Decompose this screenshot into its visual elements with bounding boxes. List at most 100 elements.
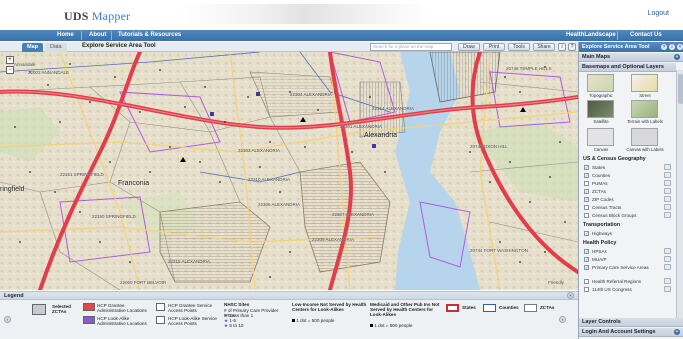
layer-row[interactable]: ✓Counties: [584, 172, 674, 179]
layer-row[interactable]: ✓Primary Care Service Areas: [584, 264, 674, 276]
checkbox[interactable]: [584, 287, 589, 292]
checkbox[interactable]: ✓: [584, 265, 589, 270]
legend-lowincome-title: Low-Income Not Served by Health Centers …: [292, 302, 367, 312]
checkbox[interactable]: ✓: [584, 257, 589, 262]
info-icon[interactable]: i: [558, 43, 566, 51]
layer-controls-header[interactable]: Layer Controls: [579, 318, 683, 327]
checkbox[interactable]: [584, 205, 589, 210]
nhsc-item-label: 5 to 10: [229, 323, 244, 328]
layer-row[interactable]: ✓ZCTAs: [584, 188, 674, 195]
main-maps-header[interactable]: Main Maps +: [579, 53, 683, 62]
layer-row[interactable]: ✓MUA/P: [584, 256, 674, 263]
layer-row[interactable]: ✓ZIP Codes: [584, 196, 674, 203]
tab-data[interactable]: Data: [45, 43, 67, 52]
login-settings-header[interactable]: Login And Account Settings +: [579, 328, 683, 337]
basemap-canvas-thumb[interactable]: [587, 128, 614, 146]
basemap-terrain-thumb[interactable]: [631, 100, 658, 118]
layer-controls-label: Layer Controls: [582, 319, 621, 325]
scrollbar-thumb[interactable]: [678, 74, 683, 104]
checkbox[interactable]: ✓: [584, 197, 589, 202]
tools-button[interactable]: Tools: [508, 43, 530, 51]
layer-options-icon[interactable]: [664, 180, 671, 186]
layer-options-icon[interactable]: [664, 248, 671, 254]
zoom-out-button[interactable]: −: [6, 66, 14, 74]
layer-row[interactable]: 114th US Congress: [584, 286, 674, 293]
checkbox[interactable]: ✓: [584, 165, 589, 170]
zoom-in-button[interactable]: +: [6, 56, 14, 64]
legend-collapse-icon[interactable]: ×: [567, 292, 574, 299]
help-icon[interactable]: ?: [568, 43, 576, 51]
logout-link[interactable]: Logout: [647, 10, 669, 17]
checkbox[interactable]: ✓: [584, 173, 589, 178]
tab-map[interactable]: Map: [22, 43, 43, 52]
nav-healthlandscape[interactable]: HealthLandscape: [566, 32, 616, 38]
draw-button[interactable]: Draw: [458, 43, 480, 51]
uds-mapper-logo[interactable]: UDS Mapper: [64, 9, 130, 24]
zip-label: 22150 SPRINGFIELD: [92, 214, 136, 219]
checkbox[interactable]: [584, 279, 589, 284]
checkbox[interactable]: ✓: [584, 189, 589, 194]
nav-about[interactable]: About: [89, 32, 107, 38]
layer-row[interactable]: PUMAs: [584, 180, 674, 187]
login-expand-icon[interactable]: +: [674, 329, 680, 335]
logo-mapper: Mapper: [91, 9, 131, 23]
layer-options-icon[interactable]: [664, 278, 671, 284]
layer-row[interactable]: ✓States: [584, 164, 674, 171]
legend-prev-icon[interactable]: ‹: [4, 316, 11, 323]
checkbox[interactable]: ✓: [584, 249, 589, 254]
medicaid-sub-text: 1 dot = 500 people: [374, 323, 413, 328]
legend-lowincome-sub: 1 dot = 500 people: [292, 318, 334, 323]
legend-header[interactable]: Legend ×: [0, 292, 578, 300]
layer-options-icon[interactable]: [664, 264, 671, 270]
layer-label: Primary Care Service Areas: [592, 265, 649, 270]
basemap-label: Satellite: [593, 119, 609, 124]
dot-icon: [292, 319, 295, 322]
checkbox[interactable]: ✓: [584, 231, 589, 236]
side-panel: Explore Service Area Tool ? i × Main Map…: [578, 42, 683, 339]
panel-close-icon[interactable]: ×: [677, 44, 683, 50]
layer-options-icon[interactable]: [664, 196, 671, 202]
nav-tutorials[interactable]: Tutorials & Resources: [118, 32, 182, 38]
panel-scrollbar[interactable]: [676, 70, 683, 318]
basemap-street-thumb[interactable]: [631, 74, 658, 92]
panel-info-icon[interactable]: i: [669, 44, 675, 50]
map-search-input[interactable]: Search for a place on the map: [370, 43, 452, 51]
hcp-lookalike-sap-icon: [156, 316, 165, 324]
hcp-lookalike-admin-icon: [83, 316, 95, 324]
lowincome-sub-text: 1 dot = 500 people: [296, 318, 335, 323]
nav-home[interactable]: Home: [57, 32, 74, 38]
hcp-grantee-sap-icon: [156, 303, 165, 311]
legend-panel: Legend × ‹ Selected ZCTAs HCP Grantee Ad…: [0, 291, 578, 339]
panel-help-icon[interactable]: ?: [661, 44, 667, 50]
layer-label: MUA/P: [592, 257, 607, 262]
layer-options-icon[interactable]: [664, 212, 671, 218]
layer-options-icon[interactable]: [664, 172, 671, 178]
layer-row[interactable]: ✓Highways: [584, 230, 674, 237]
layer-row[interactable]: Health Referral Regions: [584, 278, 674, 285]
nhsc-item-label: 1-5: [229, 318, 237, 323]
legend-nhsc-item: ★ Less than 1: [224, 313, 253, 318]
basemaps-header[interactable]: Basemaps and Optional Layers: [579, 63, 676, 72]
layer-options-icon[interactable]: [664, 204, 671, 210]
map-canvas[interactable]: + − Alexandria Franconia ringfield Annan…: [0, 52, 578, 290]
basemap-topographic-thumb[interactable]: [587, 74, 614, 92]
legend-medicaid-title: Medicaid and Other Pub Ins Not Served by…: [370, 302, 440, 317]
layer-options-icon[interactable]: [664, 286, 671, 292]
legend-nhsc-title: NHSC Sites: [224, 302, 250, 307]
main-maps-expand-icon[interactable]: +: [674, 54, 680, 60]
layer-options-icon[interactable]: [664, 164, 671, 170]
basemap-satellite-thumb[interactable]: [587, 100, 614, 118]
checkbox[interactable]: [584, 181, 589, 186]
print-button[interactable]: Print: [483, 43, 505, 51]
layer-options-icon[interactable]: [664, 256, 671, 262]
nav-contact[interactable]: Contact Us: [630, 32, 662, 38]
layer-row[interactable]: Census Tracts: [584, 204, 674, 211]
share-button[interactable]: Share: [533, 43, 555, 51]
legend-next-icon[interactable]: ›: [559, 316, 566, 323]
basemap-canvas-labels-thumb[interactable]: [631, 128, 658, 146]
layer-options-icon[interactable]: [664, 188, 671, 194]
logo-uds: UDS: [64, 9, 89, 23]
checkbox[interactable]: [584, 213, 589, 218]
layer-row[interactable]: ✓HPSAs: [584, 248, 674, 255]
layer-row[interactable]: Census Block Groups: [584, 212, 674, 219]
